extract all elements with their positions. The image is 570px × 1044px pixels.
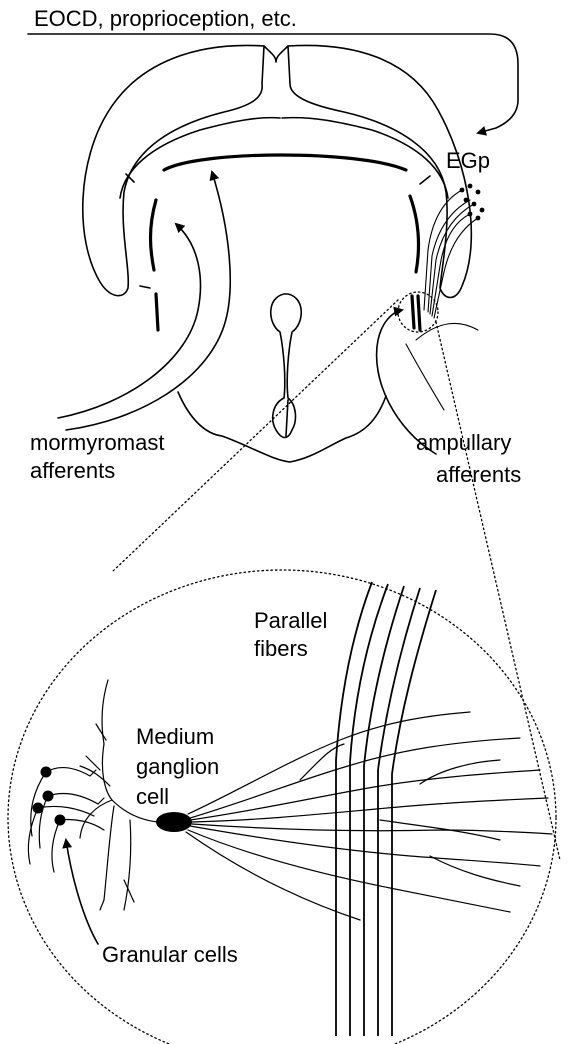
ampullary-label: ampullary xyxy=(416,430,511,455)
granular-cells-arrow xyxy=(66,840,98,944)
medium-ganglion-label: Medium xyxy=(136,724,214,749)
tick xyxy=(420,176,430,184)
granular-cells-label: Granular cells xyxy=(102,942,238,967)
parallel-fibers-label: Parallel xyxy=(254,608,327,633)
right-lobe-ridge xyxy=(282,118,448,198)
lower-body-outline xyxy=(178,392,386,462)
midline-notch xyxy=(264,46,288,62)
left-lobe-outline xyxy=(83,45,264,295)
medium-ganglion-label-2: ganglion xyxy=(136,754,219,779)
right-lobe-outline xyxy=(288,45,471,297)
left-lobe-ridge xyxy=(120,118,280,198)
eocd-label: EOCD, proprioception, etc. xyxy=(34,6,297,31)
left-lamina-lower xyxy=(156,294,158,330)
mormyromast-label-2: afferents xyxy=(30,458,115,483)
left-lamina xyxy=(151,200,157,270)
right-lamina-lower xyxy=(418,296,420,330)
parallel-fibers-label-2: fibers xyxy=(254,636,308,661)
zoom-line-right xyxy=(436,322,560,860)
ganglion-dendrites xyxy=(186,712,552,920)
egp-granule-cluster xyxy=(424,184,484,318)
brain-section xyxy=(28,34,518,462)
ampullary-thin-fiber xyxy=(416,323,478,340)
egp-label: EGp xyxy=(446,148,490,173)
mormyromast-label: mormyromast xyxy=(30,430,164,455)
parallel-fibers xyxy=(336,582,436,1036)
medium-ganglion-label-3: cell xyxy=(136,784,169,809)
mormyromast-afferent-2 xyxy=(58,224,200,418)
ventricle xyxy=(271,294,302,438)
upper-lamina xyxy=(164,155,406,170)
mormyromast-afferent-1 xyxy=(66,172,230,430)
ganglion-cell-body xyxy=(156,812,192,832)
right-lamina xyxy=(410,196,418,272)
ampullary-thin-fiber xyxy=(406,344,444,410)
magnified-lamina xyxy=(412,296,414,328)
ampullary-label-2: afferents xyxy=(436,462,521,487)
granular-cells xyxy=(28,767,104,873)
tick xyxy=(140,286,150,288)
